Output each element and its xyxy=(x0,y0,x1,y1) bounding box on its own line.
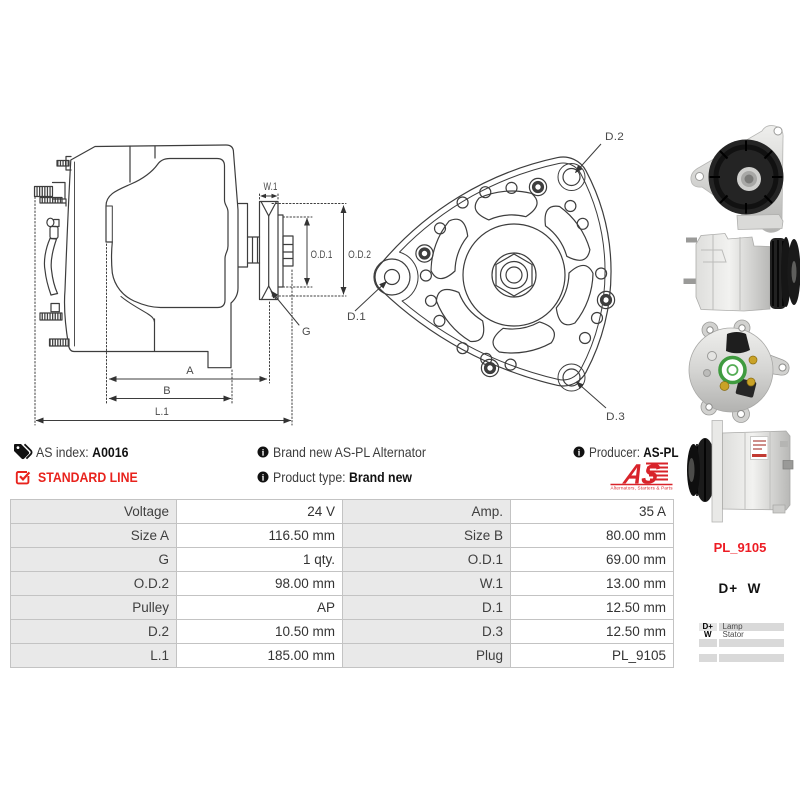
svg-text:O.D.1: O.D.1 xyxy=(311,249,333,261)
svg-text:i: i xyxy=(262,473,265,483)
svg-text:D.3: D.3 xyxy=(606,411,625,423)
svg-text:B: B xyxy=(163,385,171,397)
svg-text:G: G xyxy=(302,326,311,338)
svg-text:i: i xyxy=(578,448,581,458)
svg-text:W.1: W.1 xyxy=(264,181,278,193)
svg-text:L.1: L.1 xyxy=(155,406,169,418)
svg-text:D.2: D.2 xyxy=(605,131,624,143)
svg-text:i: i xyxy=(262,448,265,458)
svg-text:A: A xyxy=(186,365,194,377)
svg-text:O.D.2: O.D.2 xyxy=(348,249,371,261)
svg-text:Alternators, Starters & Parts: Alternators, Starters & Parts xyxy=(611,486,674,491)
svg-text:D.1: D.1 xyxy=(347,311,366,323)
